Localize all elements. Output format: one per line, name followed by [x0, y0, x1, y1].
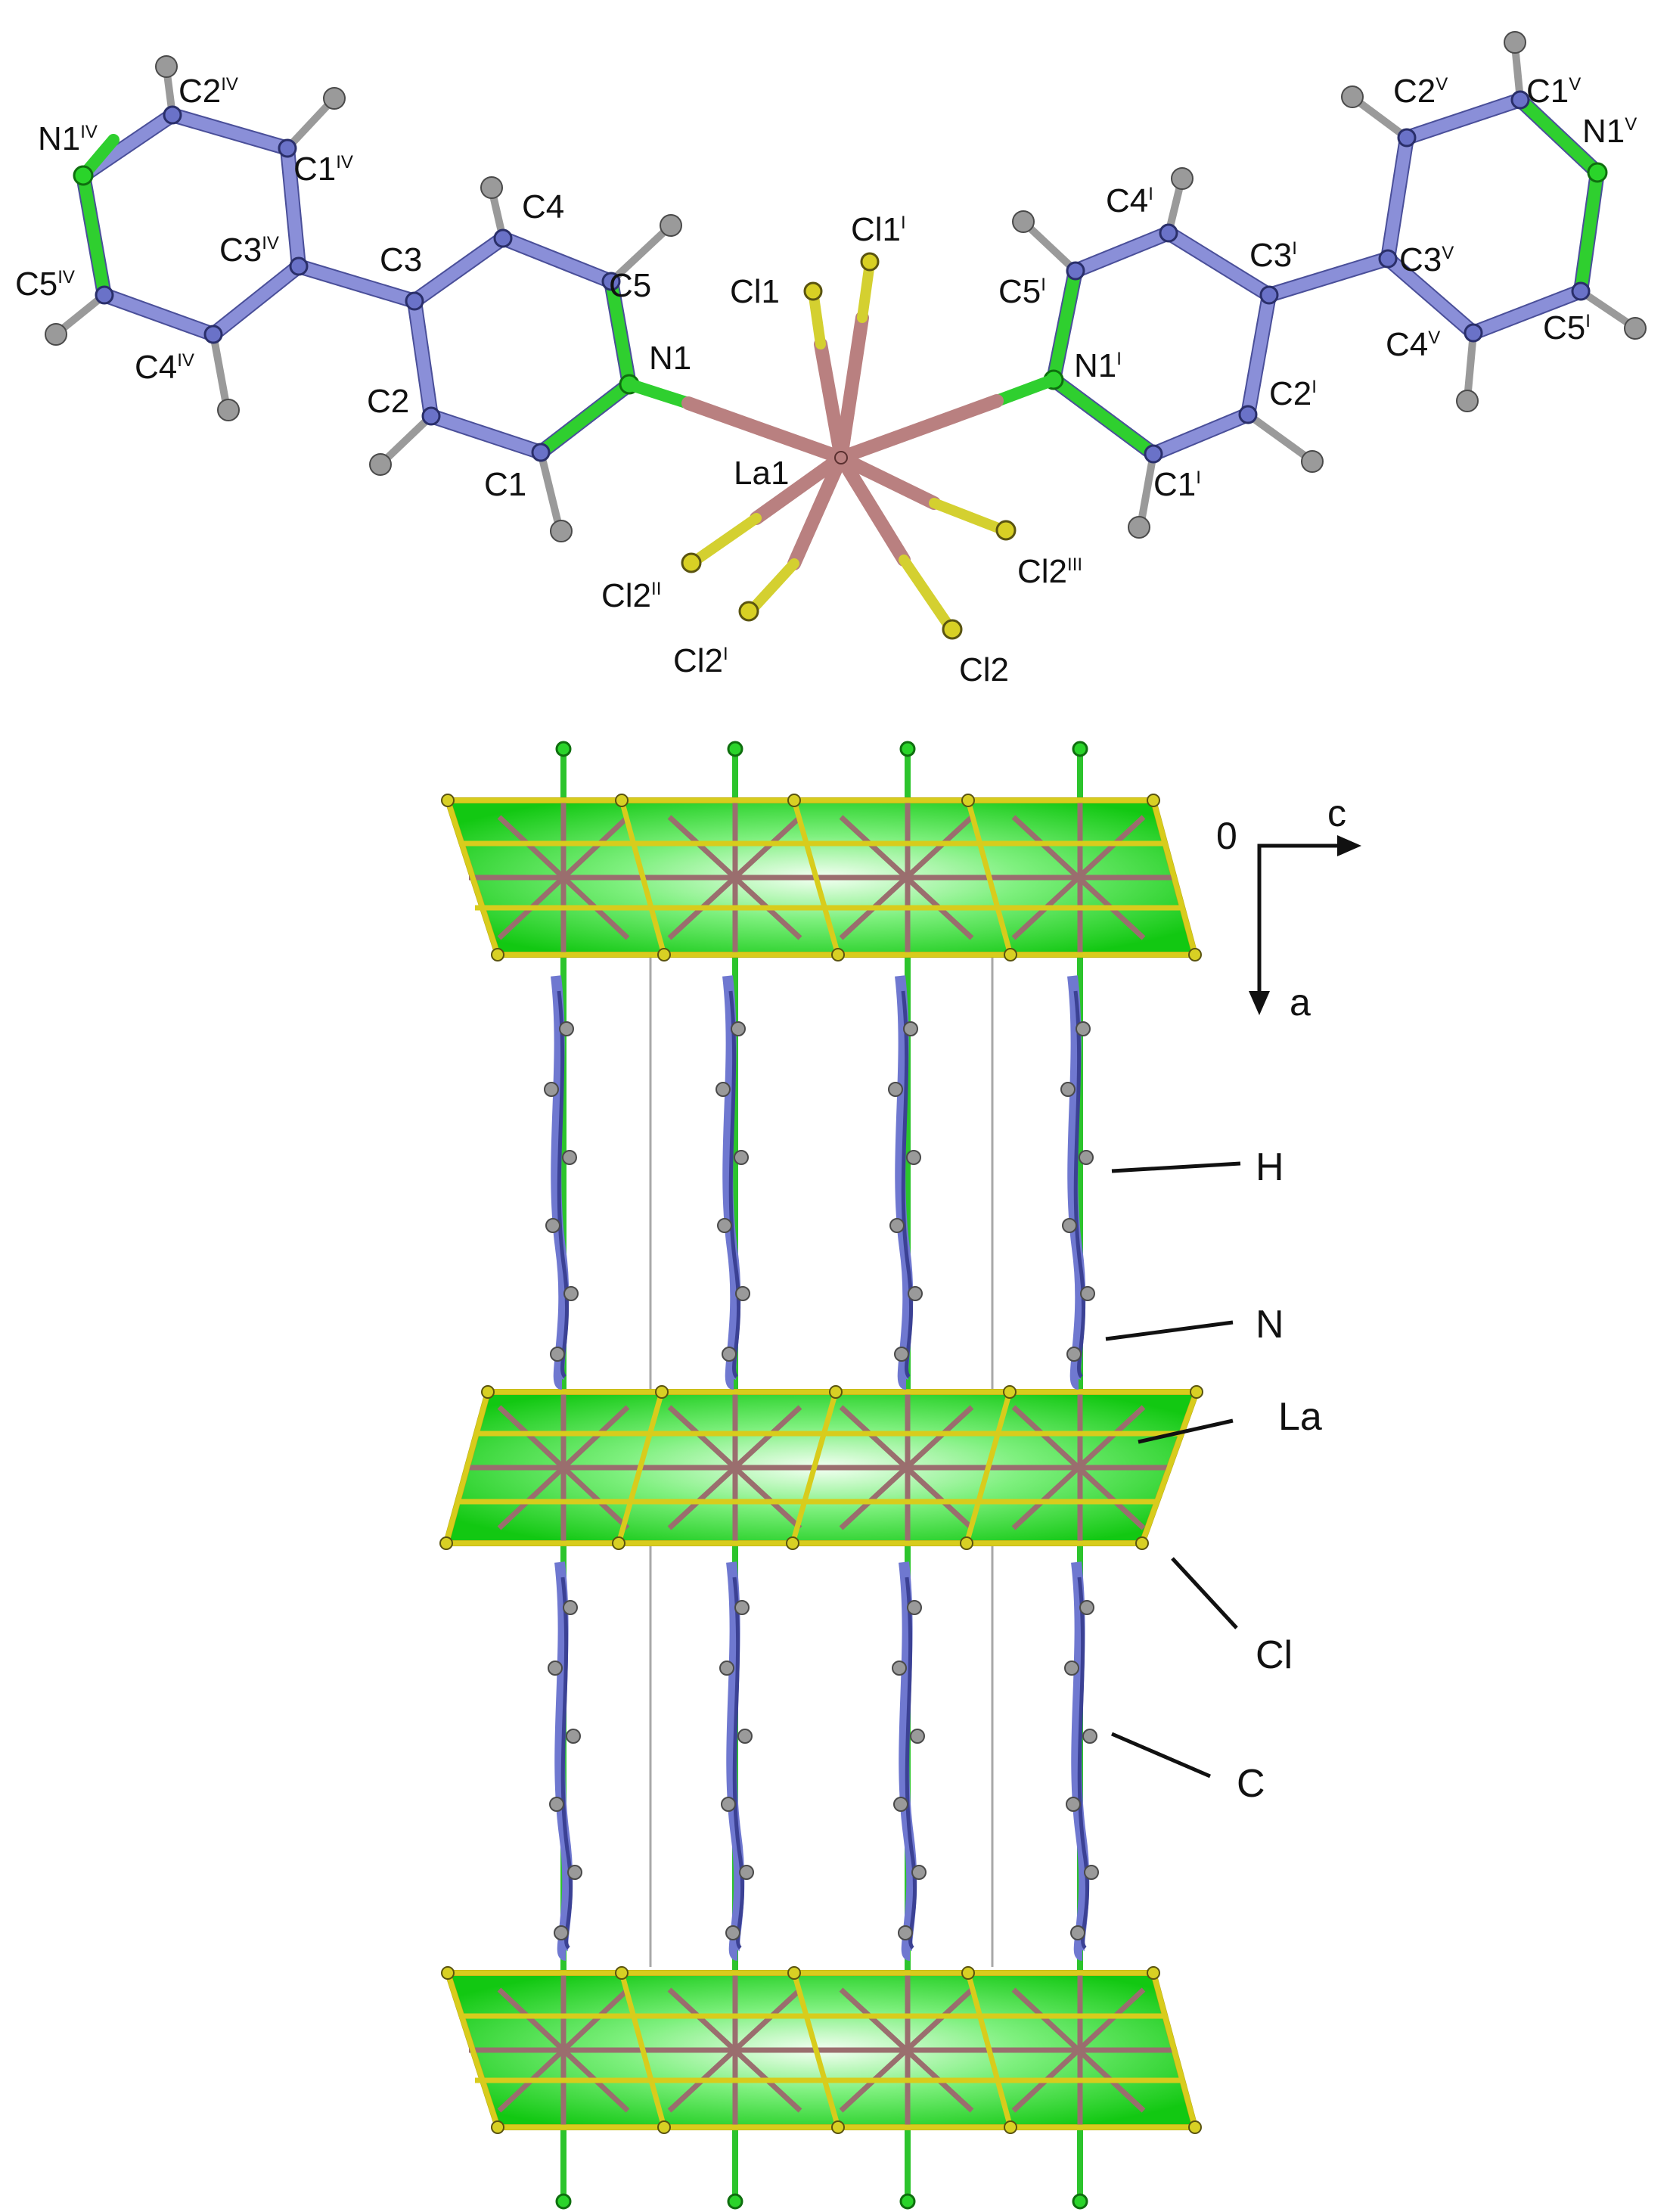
molecular-structure-panel: N1IV C2IV C1IV C3IV C5IV C4IV C3 C4 C5 C… [15, 31, 1647, 688]
key-h-label: H [1256, 1145, 1284, 1189]
label-c1-i: C1I [1153, 466, 1201, 503]
label-c5-i: C5I [998, 273, 1046, 310]
label-n1-i: N1I [1074, 347, 1122, 384]
key-cl-label: Cl [1256, 1633, 1293, 1677]
label-c4: C4 [522, 188, 564, 225]
label-c4-v: C4V [1386, 326, 1440, 363]
key-c-label: C [1237, 1762, 1265, 1806]
lacl-layer-top [441, 794, 1202, 962]
label-n1-iv: N1IV [38, 120, 98, 157]
right-ligand [1012, 31, 1647, 539]
label-c4-iv: C4IV [135, 349, 194, 386]
label-c5: C5 [609, 267, 651, 304]
label-cl2: Cl2 [959, 651, 1009, 688]
axis-c-label: c [1327, 792, 1346, 834]
ligand-stacks-lower [548, 1561, 1099, 1961]
label-c5-i-outer: C5I [1543, 309, 1591, 346]
label-c4-i: C4I [1106, 182, 1153, 219]
label-cl1-i: Cl1I [851, 211, 906, 248]
left-ligand [45, 55, 682, 542]
packing-diagram-panel: 0 c a H N La Cl C [439, 741, 1361, 2210]
axis-a-label: a [1290, 981, 1311, 1024]
label-n1: N1 [649, 340, 691, 377]
label-cl1: Cl1 [730, 273, 780, 310]
key-n-label: N [1256, 1303, 1284, 1347]
label-n1-v: N1V [1582, 113, 1637, 150]
label-c3-v: C3V [1399, 241, 1454, 278]
label-c1-v: C1V [1526, 73, 1581, 110]
key-la-label: La [1278, 1395, 1322, 1439]
label-la1: La1 [734, 455, 789, 492]
lacl-layer-middle [439, 1385, 1203, 1550]
label-cl2-ii: Cl2II [601, 577, 661, 614]
label-c2-iv: C2IV [178, 73, 238, 110]
label-c2: C2 [367, 383, 409, 420]
lanthanum-coordination [623, 252, 1060, 640]
label-c3: C3 [380, 241, 422, 278]
label-cl2-i: Cl2I [673, 642, 728, 679]
atom-labels: N1IV C2IV C1IV C3IV C5IV C4IV C3 C4 C5 C… [15, 73, 1637, 688]
label-c1-iv: C1IV [293, 151, 353, 188]
axis-indicator: 0 c a [1216, 792, 1361, 1024]
label-c1: C1 [484, 466, 526, 503]
axis-origin-label: 0 [1216, 815, 1237, 857]
atom-key: H N La Cl C [1105, 1145, 1322, 1806]
label-c2-v: C2V [1393, 73, 1448, 110]
label-cl2-iii: Cl2III [1017, 553, 1082, 590]
label-c5-iv: C5IV [15, 266, 75, 303]
label-c3-iv: C3IV [219, 231, 279, 269]
lacl-layer-bottom [441, 1966, 1202, 2134]
label-c2-i: C2I [1269, 375, 1317, 412]
label-c3-i: C3I [1249, 237, 1297, 274]
ligand-stacks-upper [544, 975, 1095, 1390]
